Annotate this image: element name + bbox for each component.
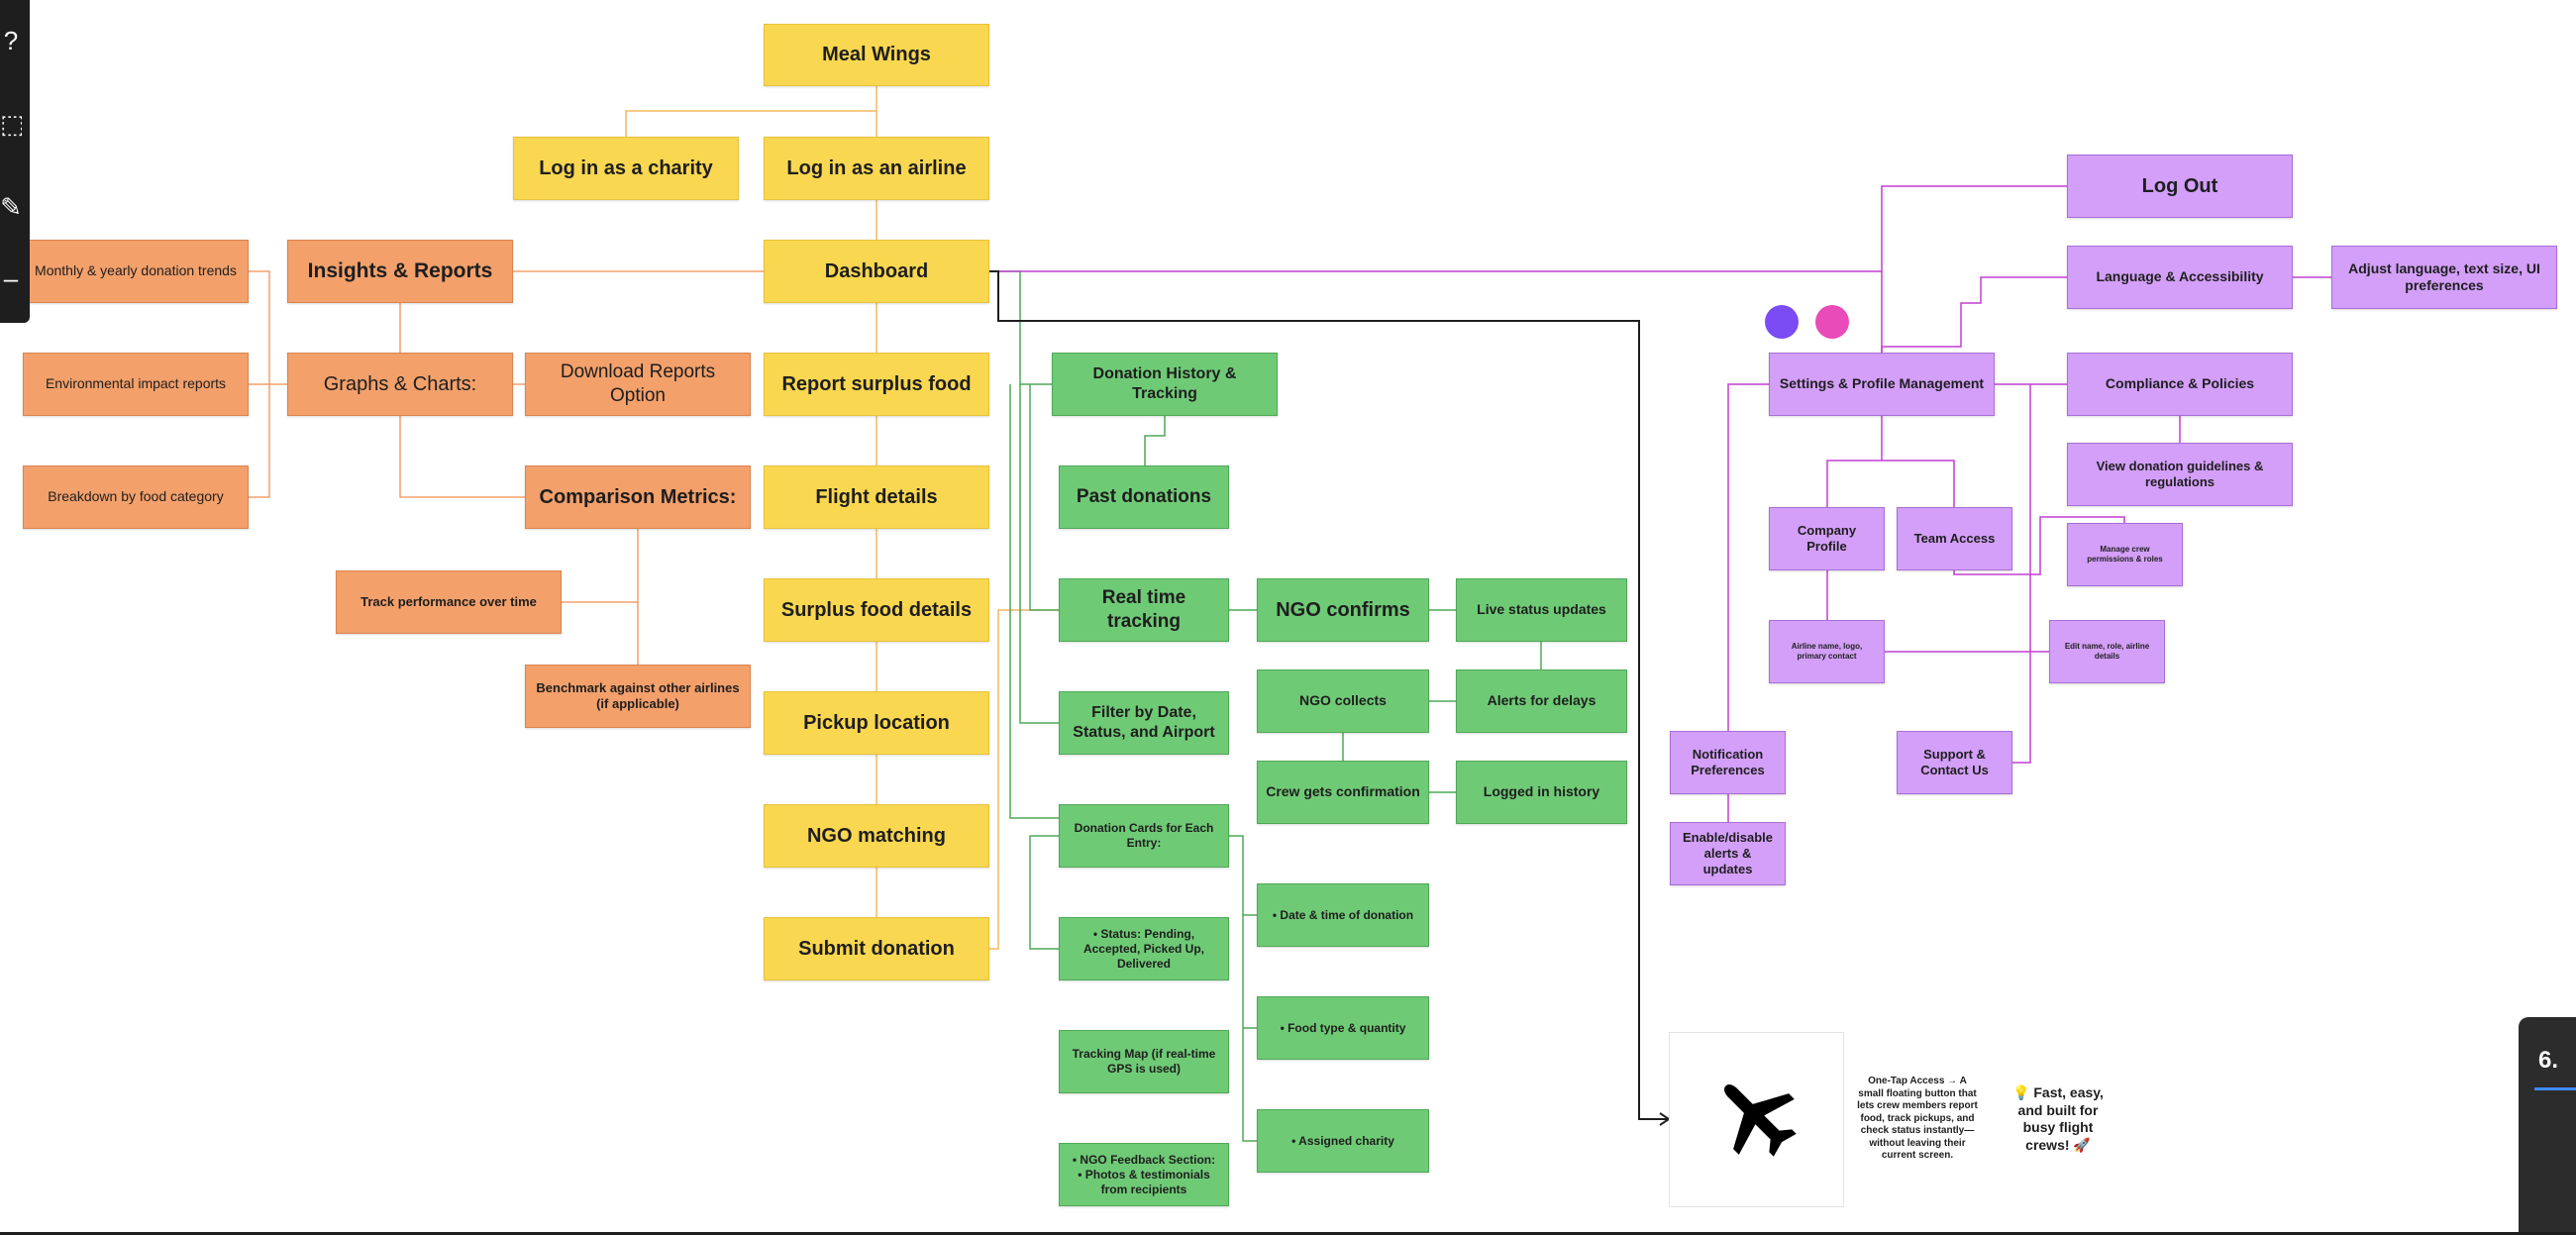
login-charity-node[interactable]: Log in as a charity	[513, 137, 739, 200]
connector-line	[1144, 416, 1166, 465]
view-guidelines-node[interactable]: View donation guidelines & regulations	[2067, 443, 2293, 506]
logged-history-node[interactable]: Logged in history	[1456, 761, 1627, 824]
donation-history-node[interactable]: Donation History & Tracking	[1052, 353, 1278, 416]
connector-line	[625, 110, 876, 137]
ngo-matching-node[interactable]: NGO matching	[764, 804, 989, 868]
connector-line	[989, 270, 1883, 353]
connector-line	[562, 529, 639, 603]
download-reports-node[interactable]: Download Reports Option	[525, 353, 751, 416]
language-accessibility-node[interactable]: Language & Accessibility	[2067, 246, 2293, 309]
connector-line	[1727, 383, 1769, 731]
flight-details-node[interactable]: Flight details	[764, 465, 989, 529]
connector-line	[1029, 835, 1059, 950]
connector-line	[249, 270, 287, 385]
company-profile-node[interactable]: Company Profile	[1769, 507, 1885, 570]
tracking-map-node[interactable]: Tracking Map (if real-time GPS is used)	[1059, 1030, 1229, 1093]
frame-icon[interactable]: ⬚	[0, 109, 22, 139]
connector-arrowhead	[1659, 1112, 1671, 1126]
bottom-border	[0, 1232, 2576, 1235]
submit-donation-node[interactable]: Submit donation	[764, 917, 989, 980]
edit-name-node[interactable]: Edit name, role, airline details	[2049, 620, 2165, 683]
filter-by-node[interactable]: Filter by Date, Status, and Airport	[1059, 691, 1229, 755]
benchmark-node[interactable]: Benchmark against other airlines (if app…	[525, 665, 751, 728]
connector-line	[1882, 460, 1955, 507]
connector-line	[989, 609, 1059, 950]
report-surplus-node[interactable]: Report surplus food	[764, 353, 989, 416]
one-tap-note: One-Tap Access → A small floating button…	[1857, 1076, 1978, 1162]
donation-cards-node[interactable]: Donation Cards for Each Entry:	[1059, 804, 1229, 868]
connector-line	[1881, 276, 2067, 353]
pickup-location-node[interactable]: Pickup location	[764, 691, 989, 755]
connector-line	[2012, 384, 2031, 764]
crew-confirmation-node[interactable]: Crew gets confirmation	[1257, 761, 1429, 824]
connector-line	[1019, 384, 1059, 724]
connector-line	[1229, 835, 1257, 1142]
zoom-label: 6.	[2538, 1047, 2559, 1074]
insights-reports-node[interactable]: Insights & Reports	[287, 240, 513, 303]
surplus-details-node[interactable]: Surplus food details	[764, 578, 989, 642]
zoom-panel[interactable]: 6.	[2519, 1017, 2576, 1235]
compliance-node[interactable]: Compliance & Policies	[2067, 353, 2293, 416]
avatar-dot[interactable]	[1815, 305, 1849, 339]
comparison-metrics-node[interactable]: Comparison Metrics:	[525, 465, 751, 529]
connector-line	[1826, 416, 1883, 507]
airplane-icon	[1724, 1084, 1797, 1157]
food-type-node[interactable]: • Food type & quantity	[1257, 996, 1429, 1060]
status-list-node[interactable]: • Status: Pending, Accepted, Picked Up, …	[1059, 917, 1229, 980]
team-access-node[interactable]: Team Access	[1897, 507, 2012, 570]
env-impact-node[interactable]: Environmental impact reports	[23, 353, 249, 416]
login-airline-node[interactable]: Log in as an airline	[764, 137, 989, 200]
pen-icon[interactable]: ✎	[0, 192, 22, 222]
zoom-underline	[2534, 1087, 2576, 1090]
minus-icon[interactable]: –	[3, 263, 19, 293]
connector-line	[1009, 384, 1059, 819]
connector-line	[989, 270, 1052, 385]
support-contact-node[interactable]: Support & Contact Us	[1897, 731, 2012, 794]
question-icon[interactable]: ?	[3, 26, 19, 55]
avatar-dot[interactable]	[1765, 305, 1799, 339]
ngo-confirms-node[interactable]: NGO confirms	[1257, 578, 1429, 642]
left-toolbar: ? ⬚ ✎ –	[0, 0, 30, 323]
notification-prefs-node[interactable]: Notification Preferences	[1670, 731, 1786, 794]
connector-line	[249, 384, 270, 498]
connector-line	[1029, 384, 1059, 611]
fast-easy-note: 💡 Fast, easy, and built for busy flight …	[2012, 1084, 2104, 1153]
dashboard-node[interactable]: Dashboard	[764, 240, 989, 303]
enable-alerts-node[interactable]: Enable/disable alerts & updates	[1670, 822, 1786, 885]
settings-profile-node[interactable]: Settings & Profile Management	[1769, 353, 1995, 416]
alerts-delays-node[interactable]: Alerts for delays	[1456, 669, 1627, 733]
ngo-collects-node[interactable]: NGO collects	[1257, 669, 1429, 733]
meal-wings-node[interactable]: Meal Wings	[764, 24, 989, 86]
connector-line	[1881, 185, 2067, 271]
date-time-node[interactable]: • Date & time of donation	[1257, 883, 1429, 947]
manage-crew-node[interactable]: Manage crew permissions & roles	[2067, 523, 2183, 586]
airline-name-node[interactable]: Airline name, logo, primary contact	[1769, 620, 1885, 683]
breakdown-category-node[interactable]: Breakdown by food category	[23, 465, 249, 529]
track-performance-node[interactable]: Track performance over time	[336, 570, 562, 634]
assigned-charity-node[interactable]: • Assigned charity	[1257, 1109, 1429, 1173]
adjust-language-node[interactable]: Adjust language, text size, UI preferenc…	[2331, 246, 2557, 309]
connector-line	[399, 416, 525, 498]
monthly-trends-node[interactable]: Monthly & yearly donation trends	[23, 240, 249, 303]
past-donations-node[interactable]: Past donations	[1059, 465, 1229, 529]
realtime-tracking-node[interactable]: Real time tracking	[1059, 578, 1229, 642]
ngo-feedback-node[interactable]: • NGO Feedback Section: • Photos & testi…	[1059, 1143, 1229, 1206]
live-status-node[interactable]: Live status updates	[1456, 578, 1627, 642]
log-out-node[interactable]: Log Out	[2067, 154, 2293, 218]
graphs-charts-node[interactable]: Graphs & Charts:	[287, 353, 513, 416]
